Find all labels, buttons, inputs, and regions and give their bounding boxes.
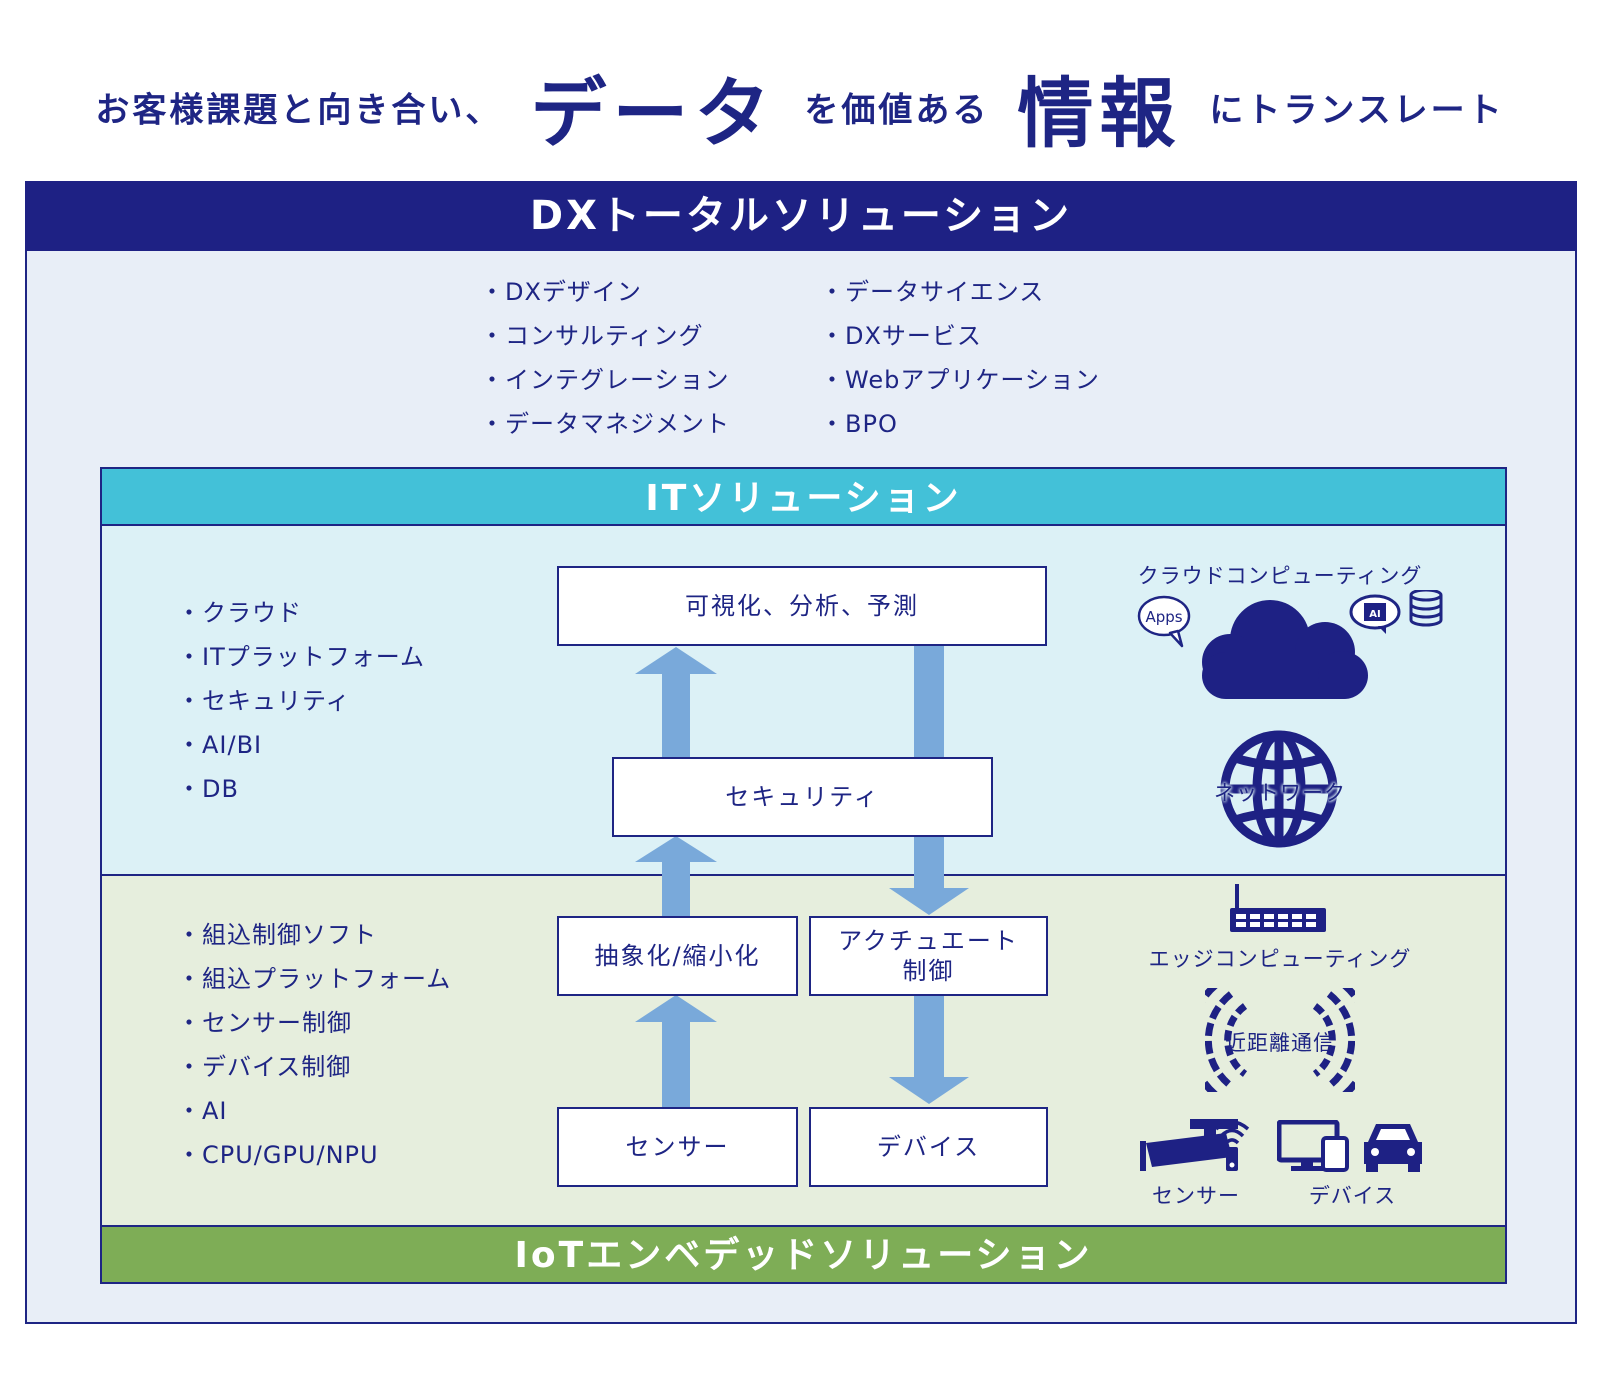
list-item: クラウド (177, 591, 425, 635)
list-item: コンサルティング (480, 314, 730, 358)
actuate-label: アクチュエート 制御 (838, 927, 1019, 985)
abstract-label: 抽象化/縮小化 (594, 942, 761, 970)
wifi-sensor-icon (1214, 1120, 1250, 1171)
device-label: デバイス (876, 1133, 981, 1161)
iot-list: 組込制御ソフト 組込プラットフォーム センサー制御 デバイス制御 AI CPU/… (177, 913, 451, 1177)
headline-emph-info: 情報 (1017, 69, 1182, 158)
apps-bubble-icon: Apps (1137, 595, 1191, 648)
network-globe-icon (1220, 730, 1338, 848)
ai-chip-icon: AI (1349, 594, 1401, 634)
visualize-box: 可視化、分析、予測 (557, 566, 1047, 646)
sensor-icons-label: センサー (1152, 1184, 1240, 1208)
dx-list-right: データサイエンス DXサービス Webアプリケーション BPO (820, 270, 1100, 446)
arrow-up-sensor-to-abstract (635, 995, 717, 1108)
apps-text: Apps (1145, 608, 1182, 626)
list-item: ITプラットフォーム (177, 635, 425, 679)
network-label: ネットワーク (1214, 781, 1346, 805)
list-item: 組込プラットフォーム (177, 957, 451, 1001)
list-item: セキュリティ (177, 679, 425, 723)
computer-device-icon (1277, 1120, 1349, 1172)
device-icons-label: デバイス (1308, 1184, 1397, 1208)
car-device-icon (1364, 1124, 1422, 1172)
headline-part3: にトランスレート (1209, 90, 1505, 131)
headline-part1: お客様課題と向き合い、 (95, 90, 503, 131)
list-item: インテグレーション (480, 358, 730, 402)
actuate-box: アクチュエート 制御 (809, 916, 1048, 996)
list-item: 組込制御ソフト (177, 913, 451, 957)
cloud-computing-label: クラウドコンピューティング (1137, 564, 1423, 588)
edge-computing-label: エッジコンピューティング (1148, 947, 1412, 971)
list-item: AI (177, 1089, 451, 1133)
nfc-label: 近距離通信 (1225, 1031, 1335, 1055)
it-list: クラウド ITプラットフォーム セキュリティ AI/BI DB (177, 591, 425, 811)
nfc-waves-icon (1205, 988, 1355, 1092)
edge-router-icon (1230, 884, 1326, 932)
arrow-up-security-to-visualize (635, 647, 717, 757)
abstract-box: 抽象化/縮小化 (557, 916, 798, 996)
headline-emph-data: データ (530, 69, 777, 158)
sensor-label: センサー (625, 1133, 730, 1161)
list-item: DB (177, 767, 425, 811)
list-item: BPO (820, 402, 1100, 446)
iot-title: IoTエンベデッドソリューション (100, 1225, 1507, 1284)
database-icon (1409, 590, 1443, 627)
dx-title: DXトータルソリューション (25, 181, 1577, 251)
dx-list-left: DXデザイン コンサルティング インテグレーション データマネジメント (480, 270, 730, 446)
list-item: データマネジメント (480, 402, 730, 446)
list-item: DXデザイン (480, 270, 730, 314)
list-item: CPU/GPU/NPU (177, 1133, 451, 1177)
sensor-box: センサー (557, 1107, 798, 1187)
security-box: セキュリティ (612, 757, 993, 837)
cloud-shape (1202, 600, 1368, 699)
arrow-down-actuate-to-device (889, 995, 969, 1104)
cloud-computing-icon: Apps AI (1137, 590, 1443, 699)
device-box: デバイス (809, 1107, 1048, 1187)
headline-part2: を価値ある (804, 90, 990, 131)
camera-sensor-icon (1140, 1119, 1238, 1171)
security-label: セキュリティ (725, 783, 880, 811)
it-title: ITソリューション (100, 467, 1507, 526)
list-item: Webアプリケーション (820, 358, 1100, 402)
list-item: DXサービス (820, 314, 1100, 358)
list-item: AI/BI (177, 723, 425, 767)
arrow-up-abstract-to-security (635, 836, 717, 916)
headline: お客様課題と向き合い、データを価値ある情報にトランスレート (0, 52, 1600, 162)
visualize-label: 可視化、分析、予測 (685, 592, 919, 620)
ai-text: AI (1369, 609, 1380, 620)
list-item: センサー制御 (177, 1001, 451, 1045)
list-item: デバイス制御 (177, 1045, 451, 1089)
list-item: データサイエンス (820, 270, 1100, 314)
